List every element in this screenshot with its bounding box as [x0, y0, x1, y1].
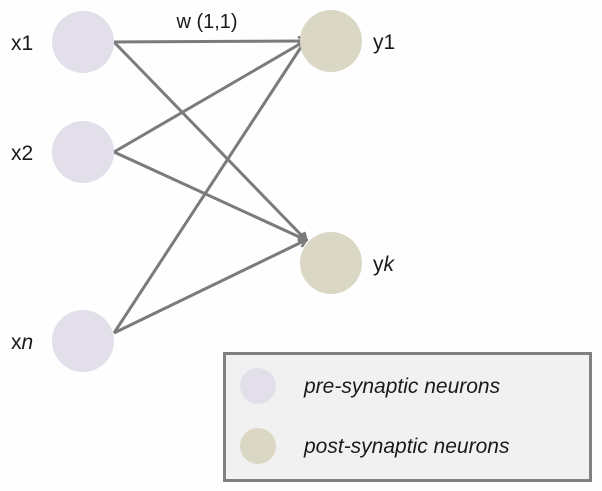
edge-x2-to-yk — [113, 150, 306, 240]
weight-label: w (1,1) — [175, 11, 237, 33]
legend-label-post-synaptic: post-synaptic neurons — [303, 435, 510, 458]
edge-xn-to-yk — [113, 240, 306, 335]
legend-label-pre-synaptic: pre-synaptic neurons — [303, 375, 501, 398]
legend: pre-synaptic neurons post-synaptic neuro… — [223, 352, 592, 482]
neuron-label-yk: yk — [373, 253, 396, 276]
neurons: x1 x2 xn y1 yk — [11, 10, 396, 372]
neuron-x2 — [52, 121, 114, 183]
neuron-label-xn: xn — [11, 331, 33, 354]
legend-swatch-pre-synaptic — [240, 368, 276, 404]
edge-x2-to-y1 — [113, 41, 305, 154]
edges — [112, 40, 306, 335]
edge-xn-to-y1 — [112, 41, 305, 334]
neuron-y1 — [300, 10, 362, 72]
neuron-yk — [300, 232, 362, 294]
legend-box — [223, 352, 592, 482]
neuron-label-x2: x2 — [11, 142, 33, 165]
neuron-label-x1: x1 — [11, 32, 33, 55]
neuron-xn — [52, 310, 114, 372]
edge-x1-to-yk — [112, 40, 306, 240]
legend-swatch-post-synaptic — [240, 428, 276, 464]
edge-x1-to-y1 — [113, 41, 305, 42]
neuron-label-y1: y1 — [373, 31, 395, 54]
neuron-x1 — [52, 11, 114, 73]
